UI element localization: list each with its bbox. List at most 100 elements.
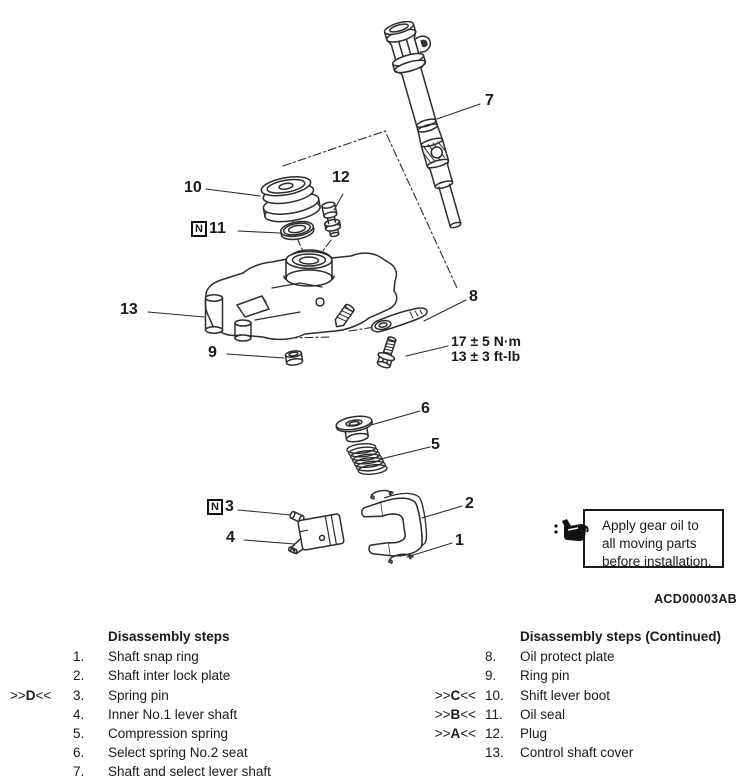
disassembly-steps-list: Disassembly steps 1. Shaft snap ring 2. …: [0, 627, 395, 777]
gear-oil-note-box: Apply gear oil to all moving parts befor…: [583, 509, 724, 571]
oil-can-icon: [554, 519, 589, 541]
leader-torque: [405, 345, 449, 357]
disassembly-steps-title: Disassembly steps: [108, 629, 230, 644]
step-label: Spring pin: [108, 687, 169, 703]
step-number: 1.: [73, 649, 85, 665]
step-label: Inner No.1 lever shaft: [108, 706, 238, 722]
snap-ring-bottom-drawing: [388, 553, 414, 564]
note-line-2: all moving parts: [602, 536, 697, 551]
non-reusable-n-icon: N: [207, 499, 223, 515]
callout-10: 10: [184, 179, 202, 196]
step-row-11: >>B<< 11. Oil seal: [400, 705, 755, 724]
leader-1: [406, 542, 453, 558]
plug-drawing: [321, 201, 342, 238]
step-row-6: 6. Select spring No.2 seat: [0, 743, 395, 762]
callout-9: 9: [208, 344, 217, 361]
step-number: 8.: [485, 649, 497, 665]
step-row-1: 1. Shaft snap ring: [0, 647, 395, 666]
figure-code: ACD00003AB: [654, 592, 737, 606]
callout-6: 6: [421, 400, 430, 417]
step-number: 7.: [73, 764, 85, 777]
note-line-3: before installation.: [602, 554, 712, 569]
callout-4: 4: [226, 529, 235, 546]
oil-protect-plate-drawing: [370, 307, 428, 333]
step-row-4: 4. Inner No.1 lever shaft: [0, 705, 395, 724]
step-label: Compression spring: [108, 726, 229, 742]
oil-seal-drawing: [279, 220, 315, 241]
callout-13: 13: [120, 301, 138, 318]
step-label: Shaft inter lock plate: [108, 668, 231, 684]
step-number: 3.: [73, 687, 85, 703]
leader-6: [370, 410, 421, 426]
leader-10: [205, 188, 261, 197]
step-number: 11.: [485, 706, 503, 722]
callout-7: 7: [485, 92, 494, 109]
disassembly-steps-continued-list: Disassembly steps (Continued) 8. Oil pro…: [400, 627, 755, 762]
reassembly-marker-D: >>D<<: [10, 687, 52, 703]
step-label: Select spring No.2 seat: [108, 745, 248, 761]
interlock-plate-drawing: [361, 492, 428, 557]
step-row-2: 2. Shaft inter lock plate: [0, 666, 395, 685]
control-shaft-cover-drawing: [204, 249, 398, 342]
callout-11-number: 11: [209, 220, 226, 237]
step-label: Ring pin: [520, 668, 570, 684]
leader-2: [421, 505, 463, 519]
step-row-3: >>D<< 3. Spring pin: [0, 686, 395, 705]
torque-spec: 17 ± 5 N·m 13 ± 3 ft-lb: [451, 334, 521, 364]
step-row-12: >>A<< 12. Plug: [400, 724, 755, 743]
callout-1: 1: [455, 532, 464, 549]
gear-oil-note-text: Apply gear oil to all moving parts befor…: [585, 511, 722, 571]
snap-ring-top-drawing: [370, 489, 394, 500]
leader-11: [237, 230, 281, 234]
callout-3-number: 3: [225, 498, 234, 515]
leader-9: [226, 353, 285, 359]
step-row-7: 7. Shaft and select lever shaft: [0, 762, 395, 777]
step-number: 12.: [485, 726, 504, 742]
step-row-9: 9. Ring pin: [400, 666, 755, 685]
step-label: Oil protect plate: [520, 649, 615, 665]
step-label: Plug: [520, 726, 548, 742]
leader-5: [380, 446, 431, 460]
torque-metric: 17 ± 5 N·m: [451, 333, 521, 349]
callout-2: 2: [465, 495, 474, 512]
shift-lever-boot-drawing: [260, 176, 321, 223]
step-label: Shaft snap ring: [108, 649, 199, 665]
step-row-13: 13. Control shaft cover: [400, 743, 755, 762]
lever-shaft-drawing: [287, 513, 345, 555]
bolt-drawing: [376, 336, 397, 369]
step-number: 4.: [73, 706, 85, 722]
step-number: 2.: [73, 668, 85, 684]
disassembly-steps-continued-title: Disassembly steps (Continued): [520, 629, 722, 644]
callout-3: N 3: [207, 499, 234, 515]
leader-lines: [147, 103, 481, 558]
step-row-8: 8. Oil protect plate: [400, 647, 755, 666]
ring-pin-drawing: [284, 350, 304, 366]
reassembly-marker-A: >>A<<: [434, 726, 476, 742]
step-label: Shift lever boot: [520, 687, 611, 703]
leader-13: [147, 311, 205, 318]
step-number: 10.: [485, 687, 504, 703]
callout-5: 5: [431, 436, 440, 453]
step-number: 5.: [73, 726, 85, 742]
torque-imperial: 13 ± 3 ft-lb: [451, 348, 521, 364]
leader-8: [423, 299, 467, 322]
step-row-10: >>C<< 10. Shift lever boot: [400, 686, 755, 705]
non-reusable-n-icon: N: [191, 221, 207, 237]
step-number: 9.: [485, 668, 497, 684]
reassembly-marker-B: >>B<<: [434, 706, 476, 722]
leader-7: [436, 103, 481, 120]
callout-12: 12: [332, 169, 350, 186]
callout-11: N 11: [191, 221, 226, 237]
step-number: 13.: [485, 745, 504, 761]
step-number: 6.: [73, 745, 85, 761]
step-label: Shaft and select lever shaft: [108, 764, 271, 777]
leader-4: [243, 539, 296, 545]
select-lever-shaft-drawing: [383, 20, 462, 229]
compression-spring-drawing: [346, 443, 388, 475]
spring-seat-drawing: [335, 415, 373, 443]
callout-8: 8: [469, 288, 478, 305]
exploded-view-drawing: [147, 20, 481, 564]
note-line-1: Apply gear oil to: [602, 518, 699, 533]
step-label: Oil seal: [520, 706, 566, 722]
